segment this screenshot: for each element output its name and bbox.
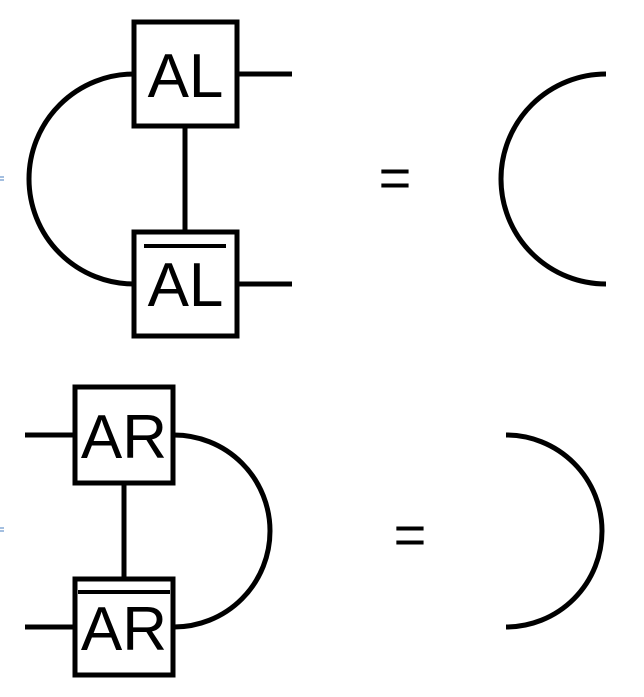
left-canonical-equation: AL AL = <box>0 19 607 339</box>
right-canonical-equation: AR AR = <box>0 384 605 678</box>
tensor-box-al: AL <box>131 19 240 129</box>
tensor-label-ar-conjugate: AR <box>81 595 167 664</box>
tensor-label-al: AL <box>148 42 224 111</box>
identity-arc-left <box>498 71 607 287</box>
tensor-box-al-conjugate: AL <box>131 229 240 339</box>
tensor-box-ar: AR <box>72 384 176 486</box>
tensor-label-al-conjugate: AL <box>148 251 224 320</box>
left-contraction-arc <box>26 71 135 287</box>
equals-sign: = <box>379 146 412 209</box>
tensor-box-ar-conjugate: AR <box>72 576 176 678</box>
tensor-label-ar: AR <box>81 403 167 472</box>
identity-arc-right <box>505 432 605 630</box>
equals-sign: = <box>394 503 427 566</box>
right-contraction-arc <box>173 432 273 630</box>
